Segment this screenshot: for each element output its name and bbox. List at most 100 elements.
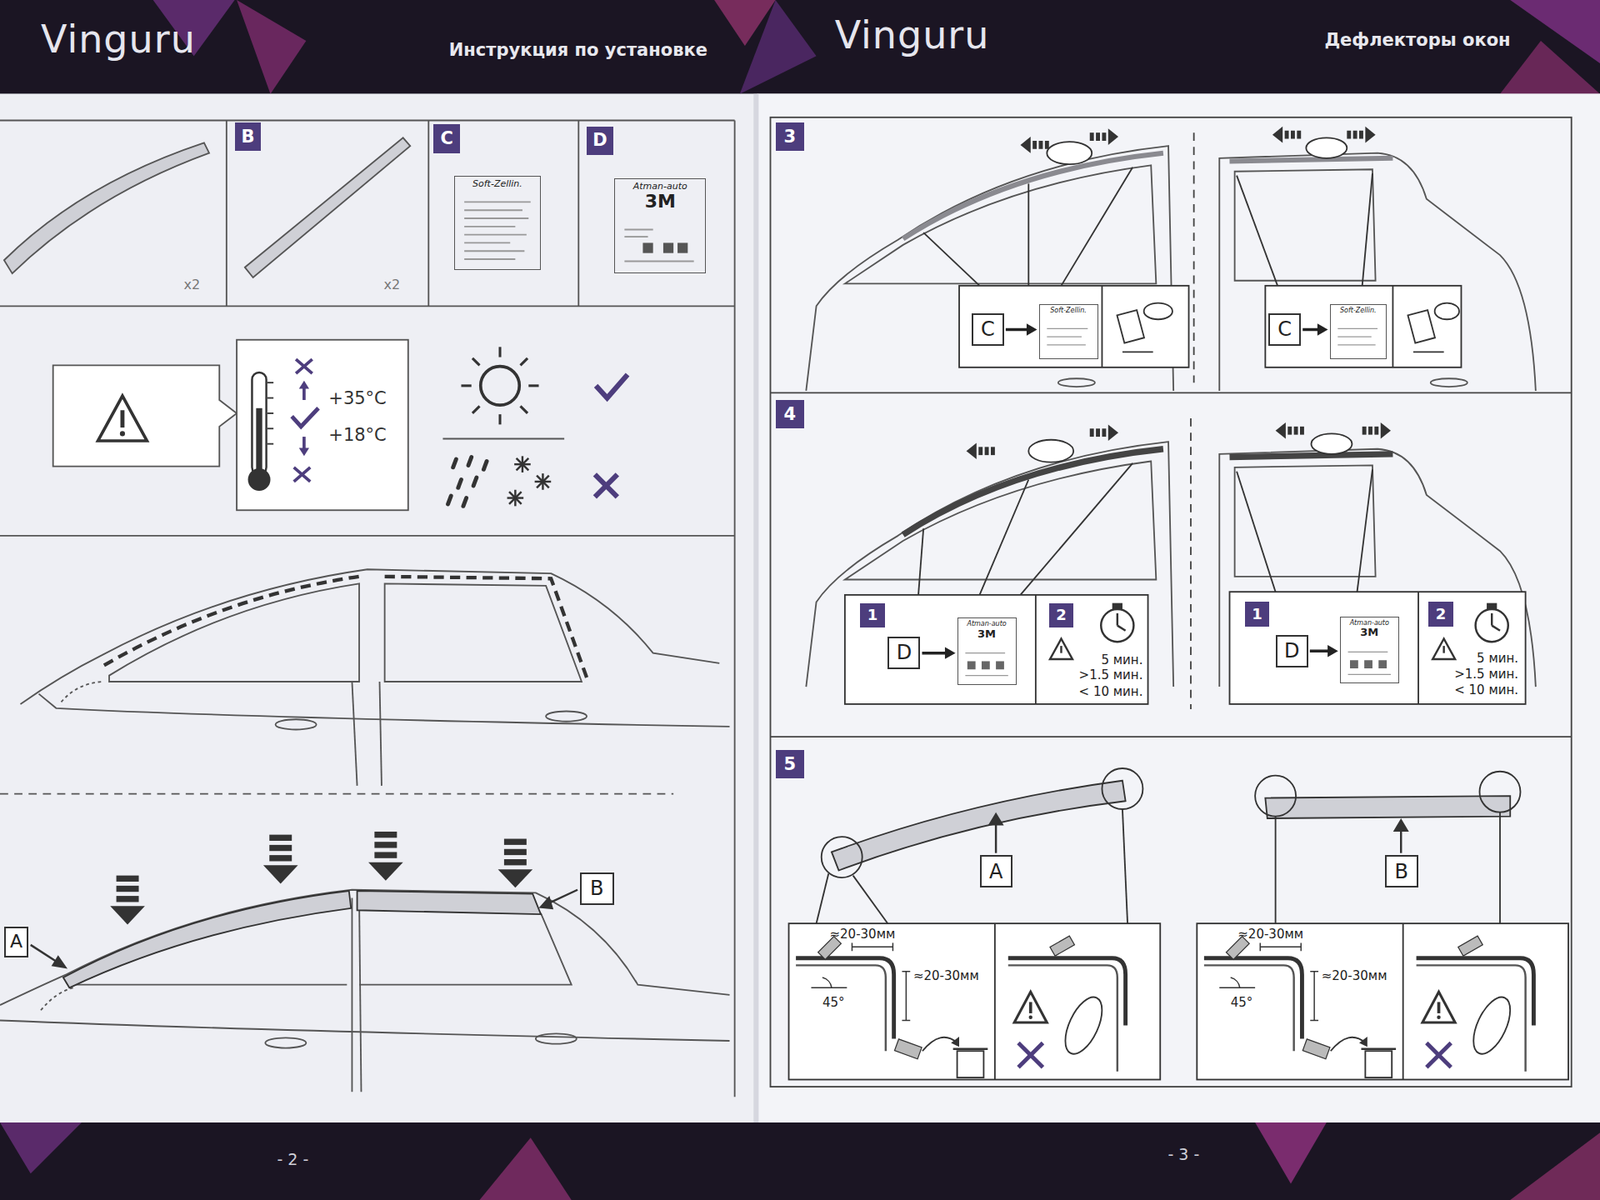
wipe-icon xyxy=(1116,310,1145,343)
callout-frame xyxy=(1035,595,1037,705)
thermometer-icon xyxy=(302,436,306,450)
weather-icons xyxy=(472,405,480,414)
package-label: Atman-auto xyxy=(1350,620,1390,628)
package-box: Soft-Zellin. xyxy=(1330,304,1388,360)
car-side-view xyxy=(380,681,382,786)
weather-icons xyxy=(458,480,462,489)
text-label: < 10 мин. xyxy=(1454,683,1519,698)
package-print xyxy=(624,229,653,231)
letter-box: B xyxy=(1385,855,1419,888)
leader-line xyxy=(1060,167,1133,286)
arrow-head xyxy=(945,646,956,659)
step-tag: 2 xyxy=(1428,601,1453,626)
package-label: 3M xyxy=(1360,626,1379,639)
package-print xyxy=(965,675,1008,676)
car-rear-door xyxy=(1272,126,1376,144)
header-band xyxy=(0,0,1600,95)
package-print xyxy=(663,242,674,253)
thermometer-icon xyxy=(248,468,271,491)
pointer-arrow xyxy=(546,890,578,905)
weather-icons xyxy=(595,474,618,497)
wipe-icon xyxy=(1407,310,1435,343)
timer-icon xyxy=(1487,604,1496,609)
car-rear-door xyxy=(1219,153,1536,391)
connector-arrow xyxy=(1005,323,1038,335)
callout-letter: D xyxy=(896,641,912,664)
connector-arrow xyxy=(1302,323,1328,335)
tape-detail xyxy=(1050,935,1075,956)
weather-icons xyxy=(536,475,550,489)
letter-box: C xyxy=(971,313,1005,346)
package-print xyxy=(1364,660,1373,669)
detail-circle xyxy=(821,836,863,878)
weather-icons xyxy=(442,346,628,506)
footer-band xyxy=(1255,1122,1327,1184)
weather-icons xyxy=(453,459,457,468)
thermometer-icon xyxy=(295,359,313,374)
leader-line xyxy=(1236,471,1276,592)
car-side-view xyxy=(60,681,102,702)
deflector-part xyxy=(63,890,541,988)
panel-frame xyxy=(225,120,228,306)
thermometer-icon xyxy=(295,359,313,374)
leader-line xyxy=(1357,469,1373,592)
thermometer-icon xyxy=(236,340,409,510)
tape-detail xyxy=(789,923,1161,1080)
detail-circle xyxy=(1122,809,1128,924)
wipe-icon xyxy=(1116,303,1460,353)
timer-icon xyxy=(1117,625,1126,631)
weather-icons xyxy=(448,457,488,507)
step-frame xyxy=(1190,418,1192,710)
package-print xyxy=(1348,651,1389,653)
thermometer-icon xyxy=(236,340,409,510)
car-front-door xyxy=(1020,128,1119,153)
thermometer-icon xyxy=(255,408,262,475)
thermometer-icon xyxy=(291,359,319,482)
footer-band xyxy=(0,1122,1600,1200)
step-tag: 2 xyxy=(1049,603,1074,628)
callout-letter: B xyxy=(241,127,255,147)
callout-letter: 5 xyxy=(783,755,796,775)
weather-icons xyxy=(463,498,467,507)
car-rear-door xyxy=(1230,158,1394,162)
letter-box: C xyxy=(1268,313,1301,346)
text-label: < 10 мин. xyxy=(1079,685,1144,700)
warning-callout xyxy=(98,395,148,441)
panel-frame xyxy=(0,120,735,1097)
tape-detail xyxy=(957,1050,985,1078)
weather-icons xyxy=(473,477,477,486)
callout-frame xyxy=(845,285,1526,705)
timer-icon xyxy=(1490,613,1493,626)
panel-frame xyxy=(427,120,430,306)
tape-detail xyxy=(810,942,910,1020)
detail-circle xyxy=(1275,816,1277,925)
text-label: ≈20-30мм xyxy=(830,927,896,942)
tape-detail xyxy=(1029,1001,1033,1013)
tape-detail xyxy=(1014,991,1047,1023)
text-label: x2 xyxy=(183,277,200,293)
tape-detail xyxy=(795,958,895,1040)
callout-letter: 1 xyxy=(1251,605,1263,623)
deflector-part xyxy=(357,890,541,915)
car-rear-door xyxy=(1219,153,1536,391)
pointer-arrow xyxy=(1395,820,1408,830)
package-print xyxy=(464,217,529,220)
car-rear-door xyxy=(1362,422,1391,440)
weather-icons xyxy=(536,475,550,489)
header-band xyxy=(1500,40,1600,95)
package-print xyxy=(965,328,1391,675)
package-print xyxy=(464,225,515,228)
car-side-view xyxy=(385,583,582,682)
tape-detail xyxy=(789,923,1161,1080)
step-frame xyxy=(770,392,1571,395)
car-side-view xyxy=(71,984,348,986)
weather-icons xyxy=(480,366,520,406)
press-arrow xyxy=(263,835,299,885)
car-side-view xyxy=(104,576,587,678)
package-print xyxy=(981,660,990,670)
header-band xyxy=(740,0,817,95)
warning-callout xyxy=(120,410,125,428)
package-print xyxy=(464,250,525,252)
warning-icon xyxy=(1050,639,1073,660)
